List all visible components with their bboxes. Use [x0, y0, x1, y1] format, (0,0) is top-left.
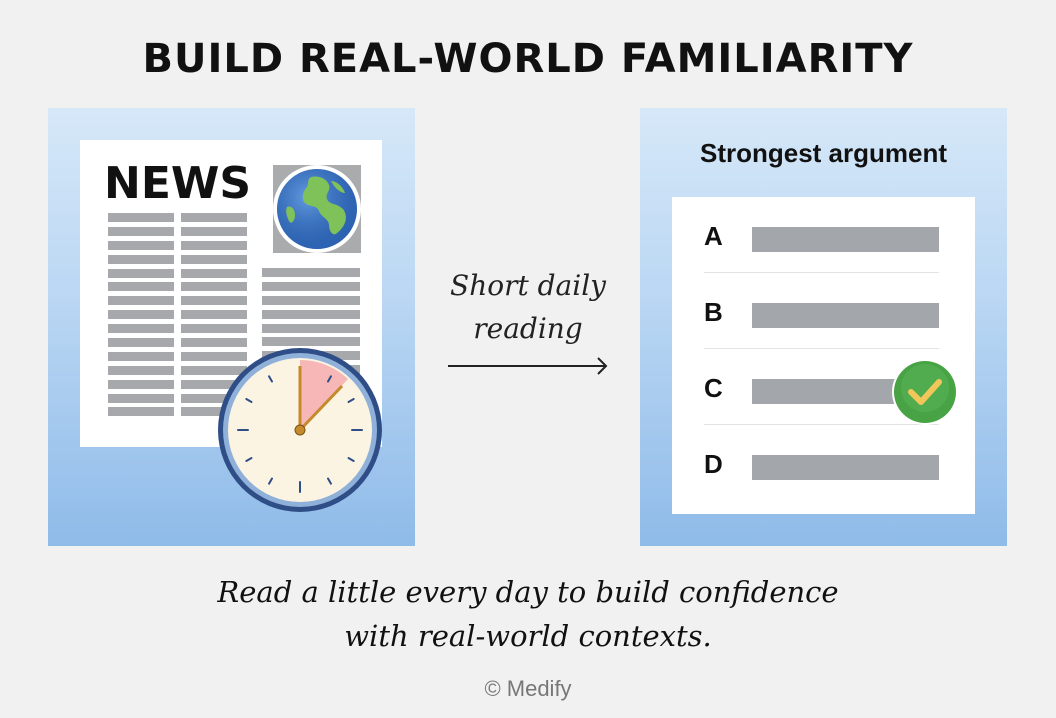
text-line: [181, 393, 247, 403]
option-letter: B: [704, 297, 723, 327]
text-column-2: [181, 213, 247, 421]
text-line: [181, 268, 247, 278]
caption: Read a little every day to build confide…: [0, 570, 1056, 658]
text-line: [108, 240, 174, 250]
text-line: [108, 268, 174, 278]
copyright: © Medify: [484, 676, 572, 701]
question-title: Strongest argument: [699, 138, 948, 168]
text-line: [181, 240, 247, 250]
text-line: [181, 254, 247, 264]
text-column-1: [108, 213, 174, 421]
text-line: [181, 226, 247, 236]
clock-tick: [268, 375, 273, 383]
text-line: [262, 323, 360, 333]
text-line: [108, 282, 174, 292]
text-line: [181, 282, 247, 292]
text-line: [181, 213, 247, 222]
text-line: [108, 310, 174, 320]
answer-option-b: B: [704, 273, 939, 349]
arrow-label: Short daily reading: [430, 264, 626, 350]
text-line: [181, 365, 247, 375]
answer-option-d: D: [704, 425, 939, 501]
text-line: [108, 393, 174, 403]
text-line: [181, 310, 247, 320]
text-line: [181, 324, 247, 334]
right-arrow-icon: [446, 356, 610, 376]
text-line: [108, 296, 174, 306]
divider: [704, 348, 939, 349]
clock-tick: [245, 457, 253, 462]
text-line: [108, 226, 174, 236]
option-letter: A: [704, 221, 723, 251]
text-line: [108, 213, 174, 222]
clock-tick: [268, 477, 273, 485]
text-line: [108, 338, 174, 348]
newspaper-panel: NEWS: [48, 108, 415, 546]
divider: [704, 424, 939, 425]
divider: [704, 272, 939, 273]
caption-line1: Read a little every day to build confide…: [217, 575, 839, 609]
newspaper-title: NEWS: [104, 158, 252, 209]
option-text-placeholder: [752, 227, 939, 252]
arrow-label-line1: Short daily: [450, 269, 606, 302]
text-line: [108, 365, 174, 375]
clock-tick: [347, 457, 355, 462]
text-line: [108, 379, 174, 389]
text-line: [108, 351, 174, 361]
option-letter: C: [704, 373, 723, 403]
text-line: [181, 296, 247, 306]
arrow-label-line2: reading: [473, 312, 583, 345]
text-line: [181, 338, 247, 348]
option-text-placeholder: [752, 303, 939, 328]
clock-icon: [216, 346, 384, 514]
answer-options-card: A B C D: [672, 197, 975, 514]
text-line: [262, 281, 360, 291]
text-line: [262, 337, 360, 347]
page-title: BUILD REAL-WORLD FAMILIARITY: [142, 36, 914, 82]
clock-tick: [327, 375, 332, 383]
text-line: [262, 309, 360, 319]
text-line: [181, 351, 247, 361]
globe-icon: [273, 165, 361, 253]
text-line: [108, 324, 174, 334]
answer-option-a: A: [704, 197, 939, 273]
clock-tick: [327, 477, 332, 485]
checkmark-icon: [891, 358, 959, 426]
clock-tick: [245, 398, 253, 403]
newspaper: NEWS: [80, 140, 382, 447]
text-line: [262, 295, 360, 305]
clock-tick: [347, 398, 355, 403]
question-panel: Strongest argument A B C D: [640, 108, 1007, 546]
option-text-placeholder: [752, 455, 939, 480]
text-line: [108, 254, 174, 264]
text-line: [181, 407, 247, 417]
option-letter: D: [704, 449, 723, 479]
text-line: [108, 407, 174, 417]
text-line: [262, 268, 360, 277]
caption-line2: with real-world contexts.: [344, 619, 712, 653]
text-line: [181, 379, 247, 389]
